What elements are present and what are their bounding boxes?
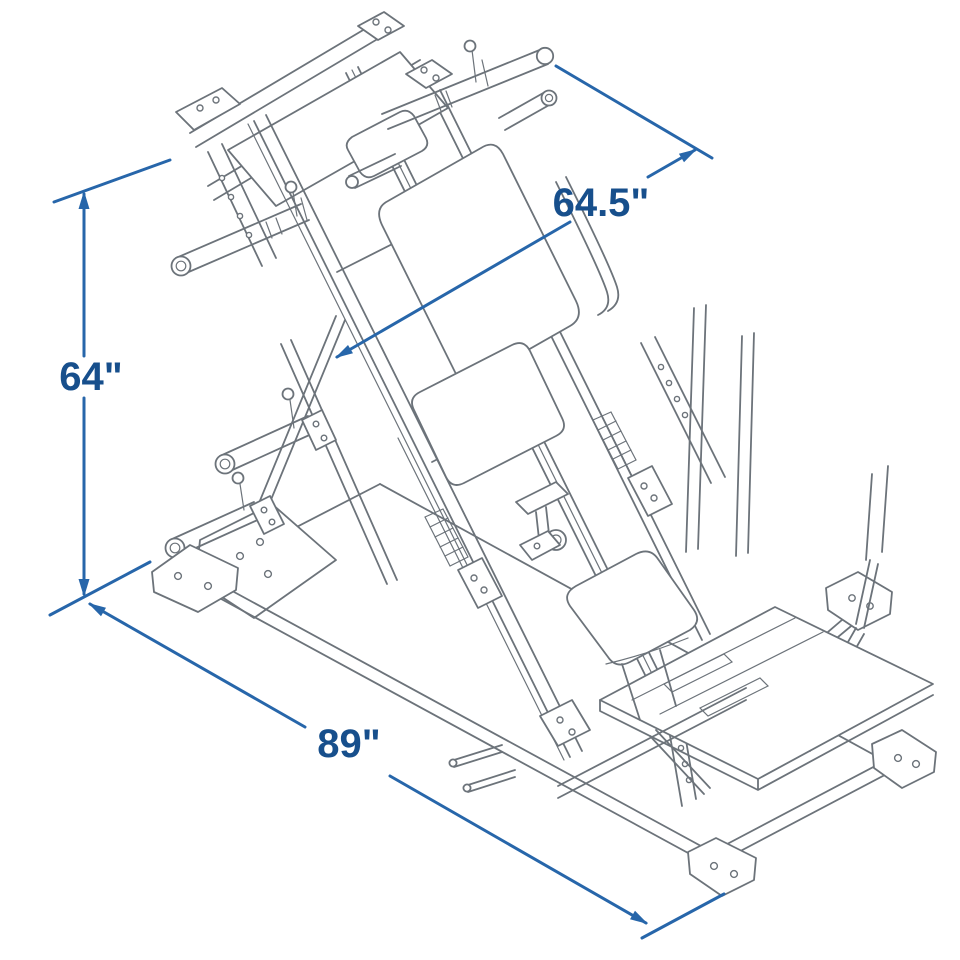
dimension-length: 89" <box>88 602 726 940</box>
length-dimension-label: 89" <box>317 722 380 766</box>
machine-backrest-pad <box>345 109 580 486</box>
dimension-width: 64.5" <box>335 64 714 359</box>
machine-carriage-top <box>175 11 453 267</box>
machine-seat <box>515 481 699 721</box>
machine-base-front <box>151 544 937 897</box>
machine-foot-plate <box>599 606 934 807</box>
machine-shoulder-bar <box>345 39 558 189</box>
machine-catch-column <box>592 336 726 517</box>
dimension-height: 64" <box>48 158 172 617</box>
dimension-annotations: 64" 64.5" 89" <box>48 64 726 940</box>
machine-drawing <box>151 11 937 897</box>
machine-weight-horns <box>164 180 337 559</box>
width-dimension-label: 64.5" <box>553 181 650 225</box>
height-dimension-label: 64" <box>59 355 122 399</box>
